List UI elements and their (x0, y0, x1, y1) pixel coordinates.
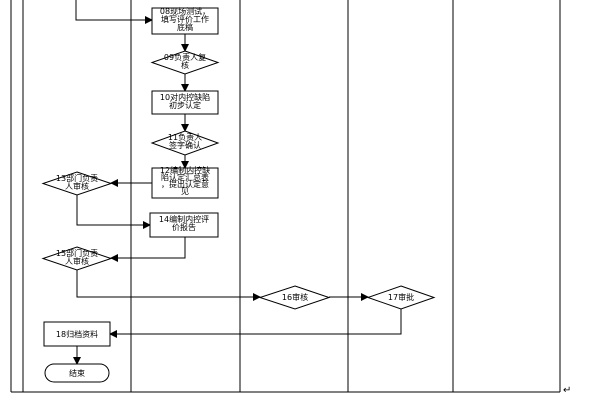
label-line: 陷认定汇总表 (161, 172, 209, 182)
node-17-diamond (366, 285, 436, 310)
node-10-box (151, 90, 219, 115)
connector-14-15 (110, 237, 186, 262)
node-14-label: 14编制内控评价报告 (159, 214, 209, 232)
node-09-diamond (150, 50, 220, 75)
end-terminator (44, 363, 110, 383)
label-line: 12编制内控缺 (160, 165, 210, 175)
connector-15-16 (76, 270, 261, 301)
node-15-diamond (41, 246, 113, 271)
label-line: 15部门负责 (56, 248, 98, 258)
paragraph-mark: ↵ (563, 385, 571, 396)
node-14-box (149, 212, 219, 238)
label-line: ，提出认定意 (161, 179, 209, 189)
label-line: 签字确认 (169, 140, 201, 150)
node-11-label: 11负责人签字确认 (168, 132, 202, 150)
node-11-diamond (150, 130, 220, 156)
node-shapes (41, 7, 436, 383)
node-08-label: 08现场测试，填写评价工作底稿 (160, 6, 210, 32)
label-line: 核 (181, 60, 189, 70)
node-09-label: 09负责人复核 (164, 52, 206, 70)
label-line: 18归档资料 (56, 329, 98, 339)
end-label: 结束 (69, 368, 85, 378)
node-18-label: 18归档资料 (56, 329, 98, 339)
label-line: 底稿 (177, 22, 193, 32)
label-line: 08现场测试， (160, 6, 210, 16)
node-13-diamond (41, 171, 113, 196)
label-line: 填写评价工作 (161, 14, 209, 24)
connector-13-14 (76, 195, 151, 229)
label-line: 见 (181, 187, 189, 196)
connector-17-18 (109, 309, 402, 338)
swimlane-frame (10, 0, 561, 393)
label-line: 初步认定 (169, 100, 201, 110)
label-line: 人审核 (65, 181, 89, 191)
label-line: 11负责人 (168, 132, 202, 142)
node-08-box (151, 7, 219, 35)
node-18-box (43, 321, 111, 347)
node-12-box (151, 167, 219, 199)
label-line: 16审核 (282, 292, 308, 302)
node-labels: 08现场测试，填写评价工作底稿 09负责人复核 10对内控缺陷初步认定 11负责… (56, 6, 414, 378)
node-15-label: 15部门负责人审核 (56, 248, 98, 266)
label-line: 14编制内控评 (159, 214, 209, 224)
node-16-label: 16审核 (282, 292, 308, 302)
node-10-label: 10对内控缺陷初步认定 (160, 92, 210, 110)
label-line: 09负责人复 (164, 52, 206, 62)
connectors (73, 0, 402, 365)
node-12-label: 12编制内控缺陷认定汇总表，提出认定意见 (160, 165, 210, 196)
label-line: 10对内控缺陷 (160, 92, 210, 102)
label-line: 价报告 (172, 222, 196, 232)
label-line: 17审批 (388, 292, 414, 302)
label-line: 结束 (69, 368, 85, 378)
connector-in-to-08 (75, 0, 153, 24)
node-13-label: 13部门负责人审核 (56, 173, 98, 191)
node-16-diamond (258, 285, 331, 310)
label-line: 13部门负责 (56, 173, 98, 183)
label-line: 人审核 (65, 256, 89, 266)
node-17-label: 17审批 (388, 292, 414, 302)
